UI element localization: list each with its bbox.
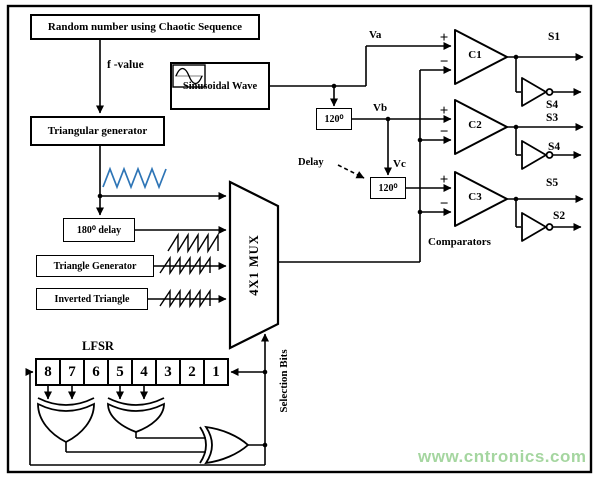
block-triangle-generator: Triangle Generator <box>36 255 154 277</box>
comparators-group <box>454 29 508 227</box>
c2-plus-sign: + <box>439 103 449 119</box>
wire-lfsr-taps <box>44 386 206 453</box>
sawtooth-wave-icon-2 <box>159 255 211 276</box>
c1-plus-sign: + <box>439 30 449 46</box>
delay-caption: Delay <box>298 157 324 168</box>
inverter-3-shape <box>521 212 547 242</box>
sine-wave-icon <box>172 64 206 88</box>
wire-c3-output <box>507 195 584 231</box>
comparator-c3-label: C3 <box>468 191 482 203</box>
wire-mux-output <box>278 66 452 263</box>
lfsr-cell-2: 2 <box>179 358 205 386</box>
lfsr-cell-8: 8 <box>35 358 61 386</box>
output-s1-label: S1 <box>548 31 561 43</box>
lfsr-cell-7: 7 <box>59 358 85 386</box>
block-random-number: Random number using Chaotic Sequence <box>30 14 260 40</box>
output-s4b-label: S4 <box>548 141 561 153</box>
xor-gate-2 <box>107 397 165 433</box>
xor-gate-3 <box>199 425 250 465</box>
lfsr-cell-6: 6 <box>83 358 109 386</box>
inverters-group <box>521 77 554 242</box>
block-180-delay: 180⁰ delay <box>63 218 135 242</box>
sawtooth-wave-icon-1 <box>167 232 219 254</box>
mux-label: 4X1 MUX <box>247 234 261 296</box>
c2-minus-sign: − <box>439 124 449 140</box>
c3-minus-sign: − <box>439 196 449 212</box>
inverter-1-shape <box>521 77 547 107</box>
outer-border <box>6 4 593 474</box>
c1-minus-sign: − <box>439 54 449 70</box>
xor-gates-group <box>37 397 250 465</box>
vc-label: Vc <box>393 158 406 170</box>
wire-selection-bits <box>25 333 269 466</box>
lfsr-cell-5: 5 <box>107 358 133 386</box>
wire-vb <box>352 115 452 176</box>
lfsr-label: LFSR <box>82 339 114 353</box>
output-s4a-label: S4 <box>546 99 559 111</box>
sawtooth-wave-icon-3 <box>159 288 211 309</box>
comparator-c1-label: C1 <box>468 49 482 61</box>
wire-c1-output <box>507 53 584 96</box>
vb-label: Vb <box>373 102 388 114</box>
watermark-text: www.cntronics.com <box>418 447 587 466</box>
selection-bits-label: Selection Bits <box>278 349 290 413</box>
output-s3-label: S3 <box>546 112 559 124</box>
lfsr-register: 8 7 6 5 4 3 2 1 <box>35 358 229 386</box>
sinusoidal-wave-label: Sinusoidal Wave <box>182 81 258 93</box>
lfsr-cell-1: 1 <box>203 358 229 386</box>
wires <box>25 40 584 466</box>
f-value-label: f -value <box>107 59 144 71</box>
lfsr-cell-4: 4 <box>131 358 157 386</box>
wire-triangular-to-delay180 <box>96 146 227 216</box>
delay-pointer-arrow <box>337 164 365 179</box>
comparators-caption: Comparators <box>428 236 491 248</box>
xor-gate-1 <box>37 397 95 444</box>
comparator-c1-shape <box>454 29 508 85</box>
va-label: Va <box>369 29 382 41</box>
block-120-delay-b: 120⁰ <box>370 177 406 199</box>
comparator-c2-shape <box>454 99 508 155</box>
wire-sine-va <box>270 42 452 107</box>
c3-plus-sign: + <box>439 172 449 188</box>
comparator-c2-label: C2 <box>468 119 482 131</box>
block-sinusoidal-wave: Sinusoidal Wave <box>170 62 270 110</box>
block-triangular-generator: Triangular generator <box>30 116 165 146</box>
output-s5-label: S5 <box>546 177 559 189</box>
comparator-c3-shape <box>454 171 508 227</box>
inverter-2-shape <box>521 140 547 170</box>
mux-shape <box>228 180 280 350</box>
block-120-delay-a: 120⁰ <box>316 108 352 130</box>
output-s2-label: S2 <box>553 210 566 222</box>
triangle-wave-blue-icon <box>102 166 167 190</box>
block-inverted-triangle: Inverted Triangle <box>36 288 148 310</box>
lfsr-cell-3: 3 <box>155 358 181 386</box>
wire-c2-output <box>507 123 584 159</box>
